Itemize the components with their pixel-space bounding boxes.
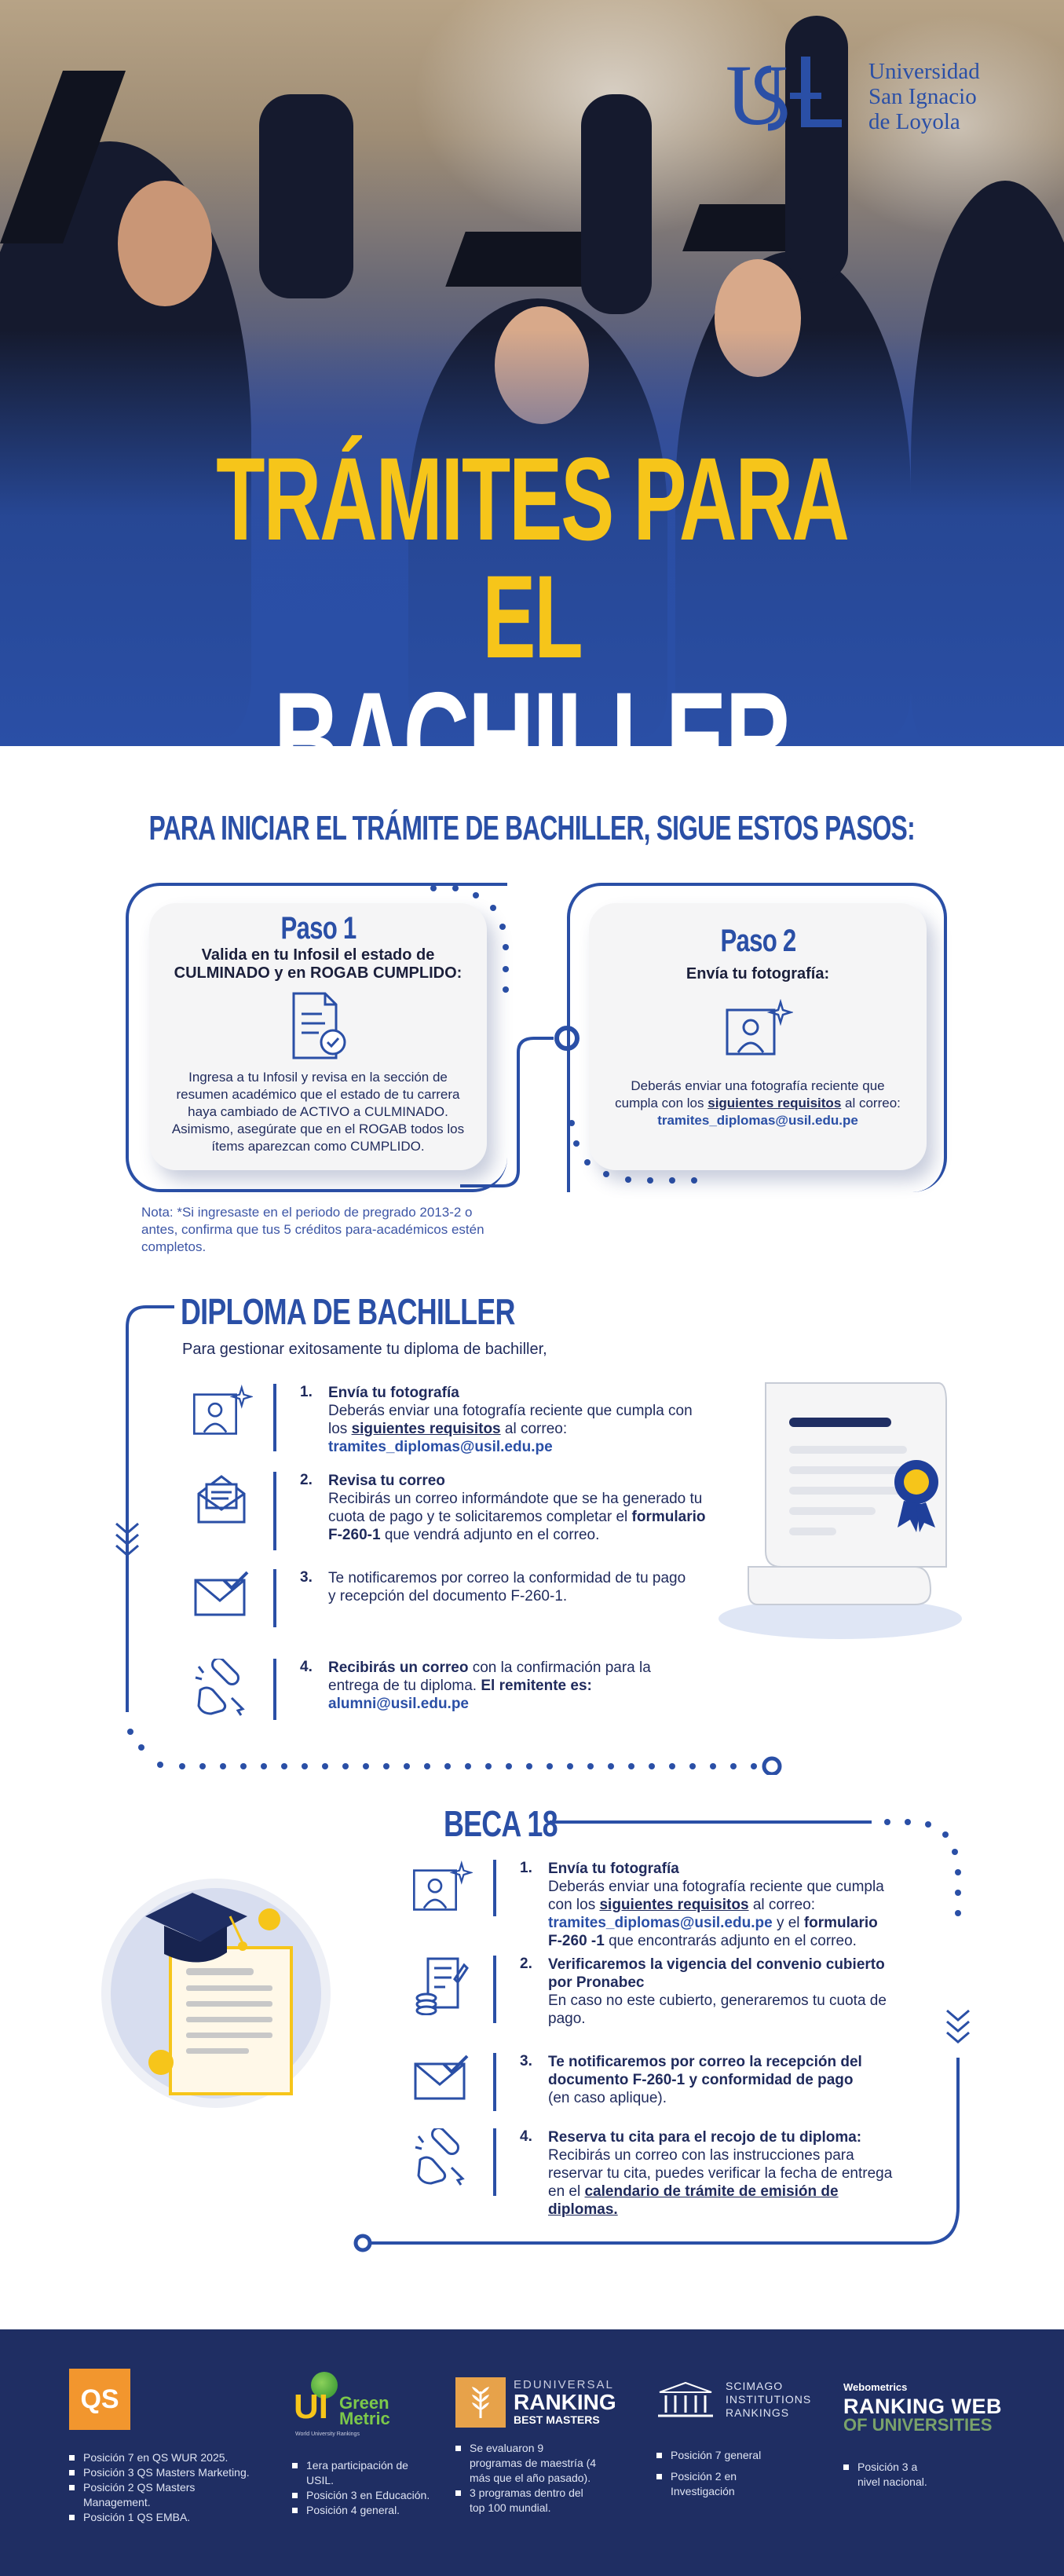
document-coins-icon	[408, 1956, 474, 2015]
email-link[interactable]: alumni@usil.edu.pe	[328, 1696, 469, 1712]
paso1-frame	[126, 883, 507, 1192]
diploma-step-4: 4. Recibirás un correo con la confirmaci…	[188, 1659, 658, 1720]
eduniversal-ranking: EDUNIVERSAL RANKING BEST MASTERS Se eval…	[455, 2377, 636, 2516]
hero-fade	[0, 330, 1064, 746]
graduation-cap-diploma-illustration	[101, 1879, 331, 2108]
qs-logo: QS	[69, 2369, 130, 2430]
requisitos-link[interactable]: siguientes requisitos	[708, 1096, 842, 1111]
greenmetric-ranking: UI Green Metric World University Ranking…	[292, 2372, 433, 2518]
usil-logo: U Universidad San Ignacio de Loyola	[722, 46, 980, 148]
scimago-ranking: SCIMAGO INSTITUTIONS RANKINGS Posición 7…	[656, 2380, 821, 2499]
envelope-check-icon	[188, 1569, 254, 1619]
scimago-logo: SCIMAGO INSTITUTIONS RANKINGS	[656, 2380, 821, 2420]
beca-step-1: 1. Envía tu fotografía Deberás enviar un…	[408, 1860, 894, 1950]
wheat-icon	[455, 2377, 506, 2428]
hero-title-line1: TRÁMITES PARA EL	[216, 433, 850, 682]
diploma-scroll-illustration	[718, 1382, 962, 1639]
hand-diploma-icon	[408, 2128, 474, 2190]
envelope-check-icon	[408, 2053, 474, 2103]
pregrado-note: Nota: *Si ingresaste en el periodo de pr…	[141, 1205, 484, 1254]
paso2-frame	[567, 883, 947, 1192]
steps-section-title: PARA INICIAR EL TRÁMITE DE BACHILLER, SI…	[148, 809, 916, 847]
rankings-footer: QS Posición 7 en QS WUR 2025. Posición 3…	[0, 2329, 1064, 2576]
diploma-frame	[115, 1305, 782, 1775]
hero-title: TRÁMITES PARA EL BACHILLER	[0, 440, 1064, 746]
requisitos-link[interactable]: siguientes requisitos	[599, 1897, 749, 1913]
photo-sparkle-icon	[609, 999, 906, 1059]
qs-ranking: QS Posición 7 en QS WUR 2025. Posición 3…	[69, 2369, 258, 2525]
email-link[interactable]: tramites_diplomas@usil.edu.pe	[328, 1439, 553, 1455]
webometrics-logo: Webometrics RANKING WEB OF UNIVERSITIES	[843, 2381, 1002, 2435]
diploma-step-1: 1. Envía tu fotografía Deberás enviar un…	[188, 1384, 705, 1462]
beca-frame	[353, 1819, 970, 2252]
calendario-link[interactable]: calendario de trámite de emisión de dipl…	[548, 2183, 839, 2218]
hand-diploma-icon	[188, 1659, 254, 1720]
institution-building-icon	[658, 2381, 713, 2417]
photo-sparkle-icon	[408, 1860, 474, 1915]
photo-sparkle-icon	[188, 1384, 254, 1439]
diploma-step-2: 2. Revisa tu correo Recibirás un correo …	[188, 1472, 721, 1550]
webometrics-ranking: Webometrics RANKING WEB OF UNIVERSITIES …	[843, 2378, 1016, 2490]
beca-section-title: BECA 18	[444, 1803, 558, 1844]
email-link[interactable]: tramites_diplomas@usil.edu.pe	[657, 1113, 858, 1128]
requisitos-link[interactable]: siguientes requisitos	[351, 1421, 501, 1437]
paso1-card: Paso 1 Valida en tu Infosil el estado de…	[149, 903, 487, 1170]
email-letter-icon	[188, 1472, 254, 1527]
usil-brand-name: Universidad San Ignacio de Loyola	[868, 59, 980, 134]
email-link[interactable]: tramites_diplomas@usil.edu.pe	[548, 1915, 773, 1931]
beca-step-4: 4. Reserva tu cita para el recojo de tu …	[408, 2128, 909, 2219]
hero-banner: U Universidad San Ignacio de Loyola TRÁM…	[0, 0, 1064, 746]
eduniversal-logo: EDUNIVERSAL RANKING BEST MASTERS	[455, 2377, 636, 2428]
paso2-card: Paso 2 Envía tu fotografía: Deberás envi…	[589, 903, 927, 1170]
document-check-icon	[170, 990, 466, 1063]
usil-logo-icon: U	[726, 47, 842, 143]
diploma-section-title: DIPLOMA DE BACHILLER	[181, 1291, 515, 1332]
beca-step-3: 3. Te notificaremos por correo la recepc…	[408, 2053, 894, 2111]
diploma-step-3: 3. Te notificaremos por correo la confor…	[188, 1569, 689, 1627]
greenmetric-logo: UI Green Metric World University Ranking…	[292, 2372, 433, 2442]
diploma-intro: Para gestionar exitosamente tu diploma d…	[182, 1341, 547, 1358]
hero-title-line2: BACHILLER	[273, 664, 792, 746]
beca-step-2: 2. Verificaremos la vigencia del conveni…	[408, 1956, 894, 2028]
svg-text:U: U	[726, 47, 788, 143]
